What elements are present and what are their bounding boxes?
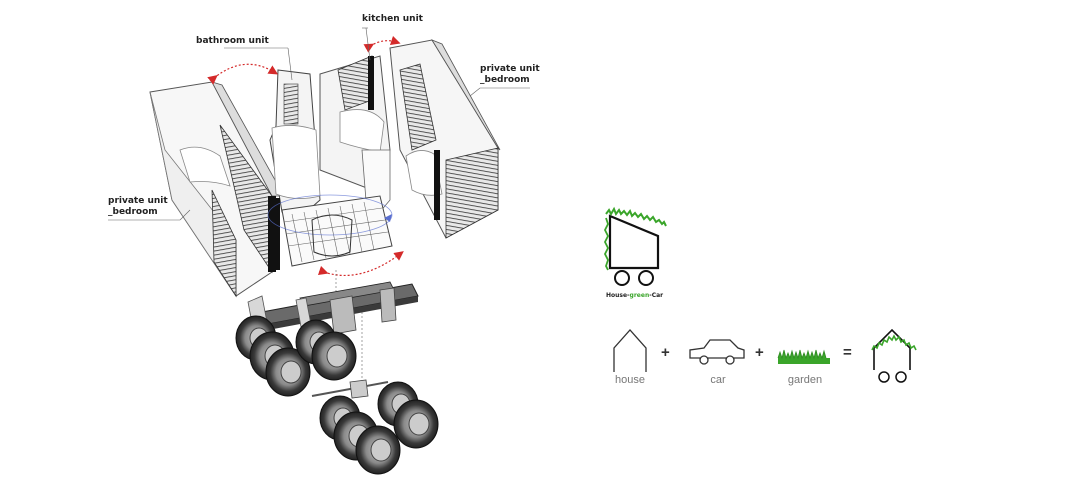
logo-caption-car: -Car — [649, 292, 664, 299]
left-private-unit-label-line1: private unit — [108, 196, 168, 206]
house-green-car-logo — [603, 206, 667, 286]
rear-axle — [311, 379, 439, 475]
rotation-arrows — [207, 35, 404, 277]
bathroom-unit — [269, 69, 321, 270]
result-house-car-icon — [871, 328, 917, 383]
kitchen-unit — [319, 55, 391, 228]
wheel — [311, 331, 357, 381]
front-wheels — [235, 315, 357, 397]
wheel — [355, 425, 401, 475]
wheel — [393, 399, 439, 449]
left-private-unit — [149, 81, 285, 298]
plus-sign-1: + — [661, 344, 670, 361]
car-icon — [689, 339, 745, 365]
house-label: house — [615, 374, 645, 386]
logo-caption: House-green-Car — [606, 292, 663, 299]
logo-caption-green: green — [629, 292, 650, 299]
garden-icon — [777, 349, 830, 364]
equals-sign: = — [843, 344, 852, 361]
plus-sign-2: + — [755, 344, 764, 361]
left-private-unit-label-line2: _bedroom — [108, 207, 158, 217]
right-private-unit-label-line2: _bedroom — [480, 75, 530, 85]
logo-caption-house: House- — [606, 292, 630, 299]
wheel — [265, 347, 311, 397]
car-label: car — [710, 374, 726, 386]
garden-label: garden — [787, 374, 823, 386]
house-icon — [613, 329, 647, 372]
right-private-unit — [389, 39, 501, 239]
kitchen-unit-label: kitchen unit — [362, 14, 423, 24]
bathroom-unit-label: bathroom unit — [196, 36, 269, 46]
central-floor-grate — [267, 194, 393, 267]
right-private-unit-label-line1: private unit — [480, 64, 540, 74]
